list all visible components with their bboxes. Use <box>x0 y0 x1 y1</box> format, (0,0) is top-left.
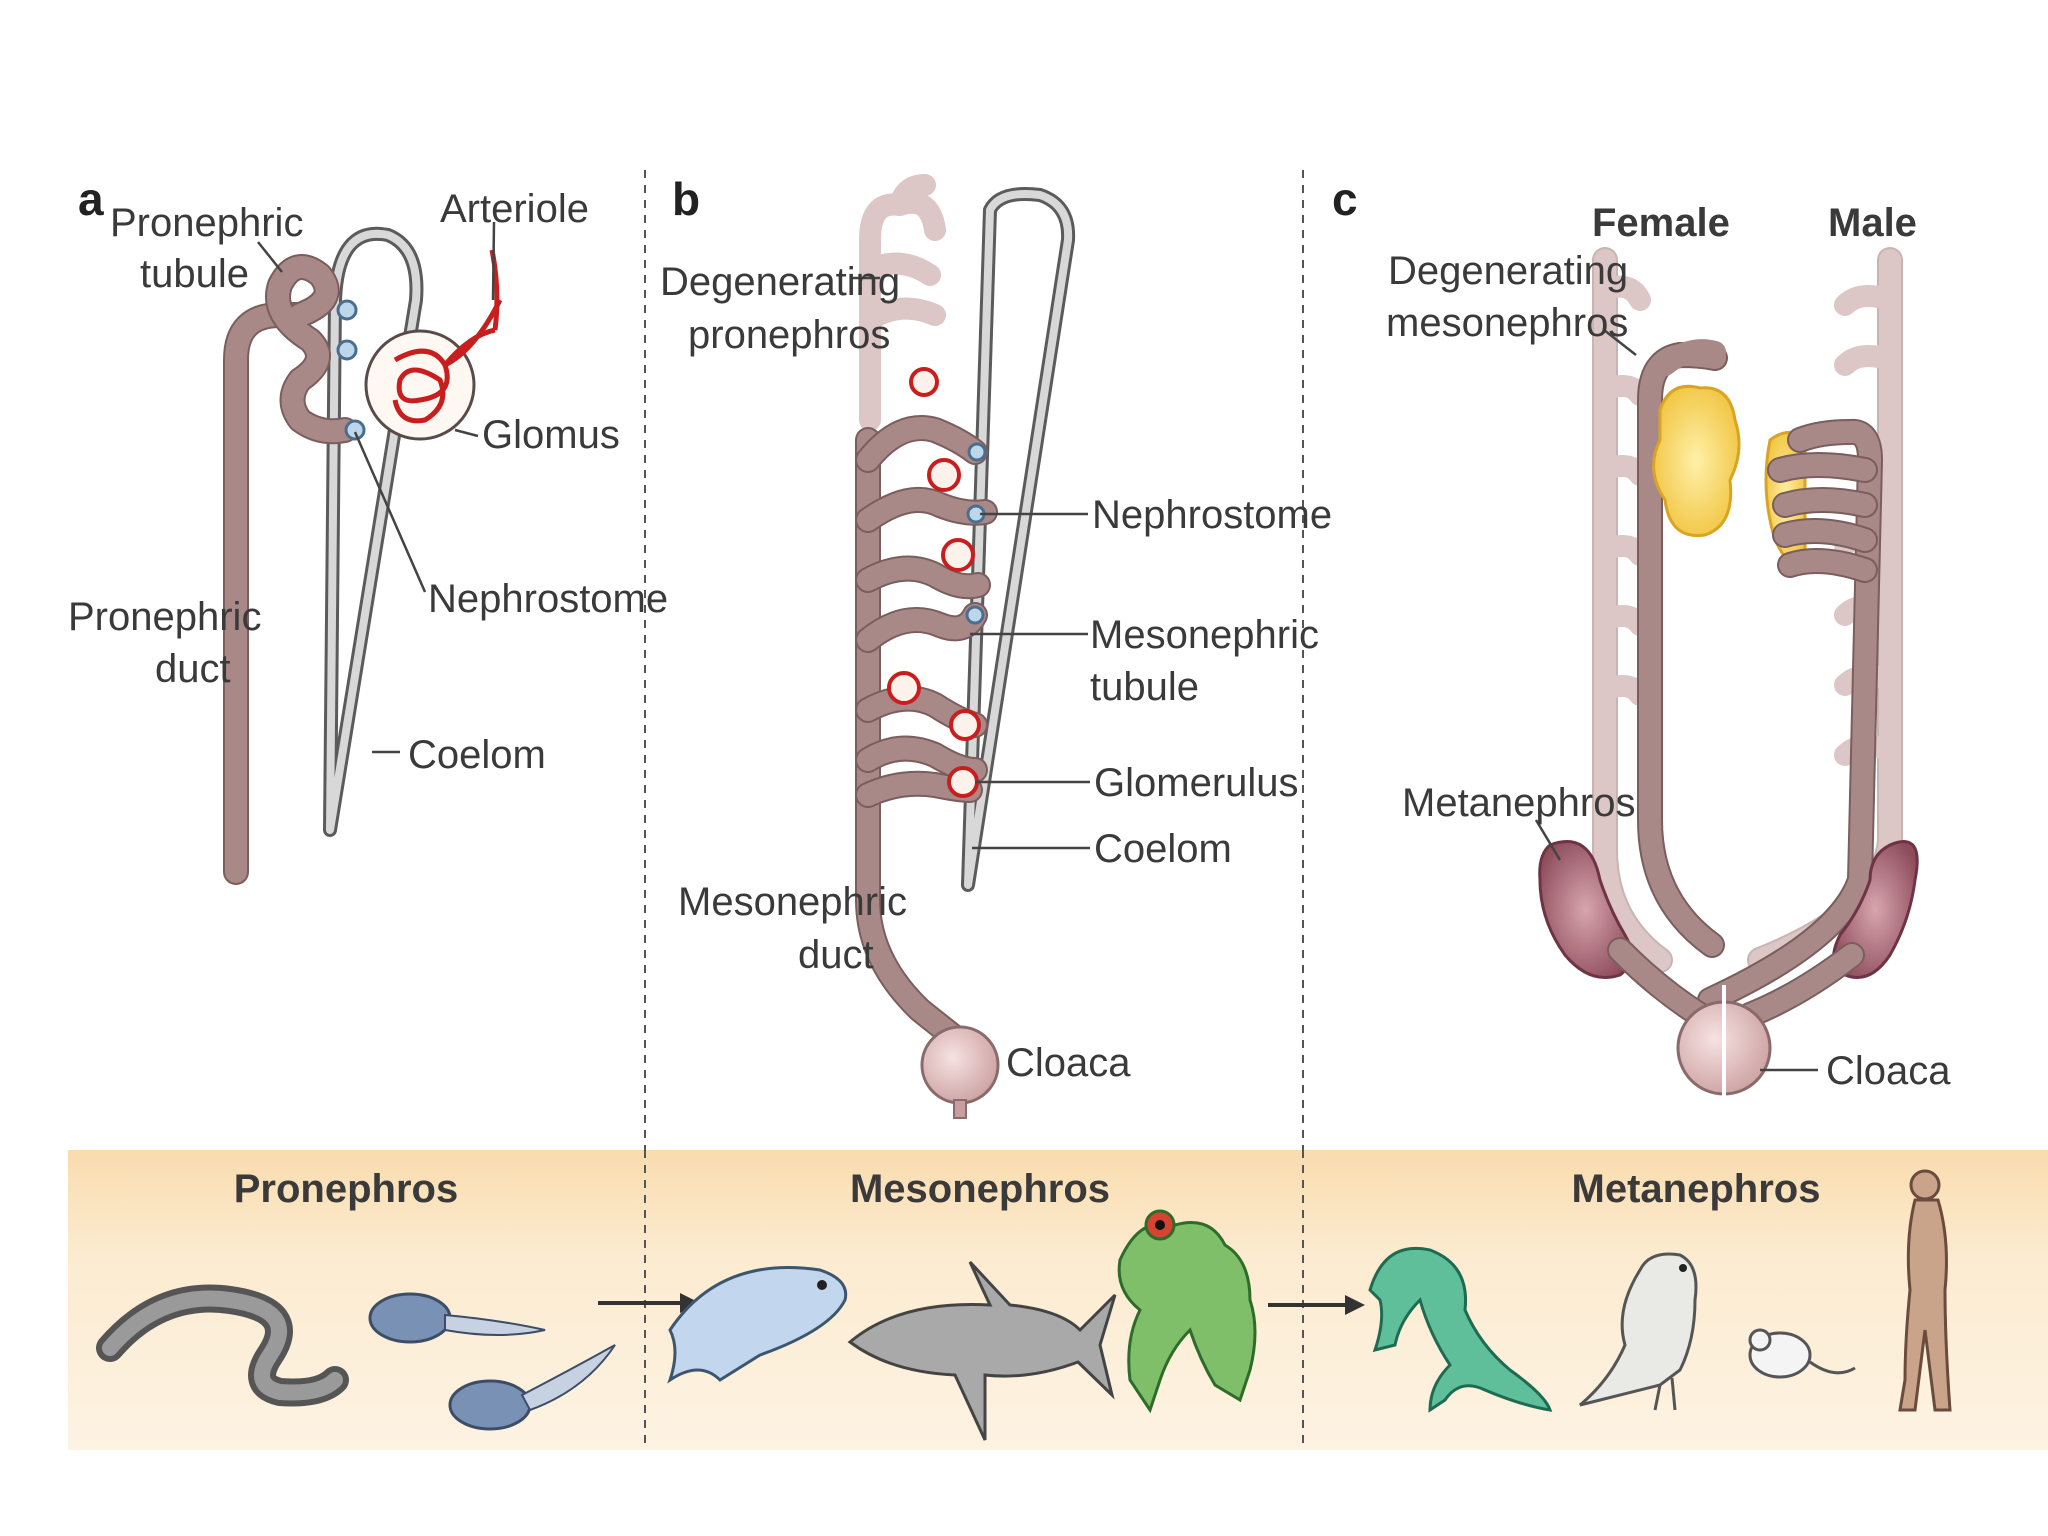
ovary <box>1652 384 1741 538</box>
label-pronephric-duct-1: Pronephric <box>68 595 261 639</box>
leader-glomus <box>454 428 479 438</box>
organism-band: Pronephros Mesonephros Metanephros <box>68 1150 2048 1450</box>
stage-pronephros: Pronephros <box>234 1167 458 1211</box>
label-mesonephric-tubule-2: tubule <box>1090 665 1199 709</box>
label-degenerating-pronephros-1: Degenerating <box>660 260 900 304</box>
stage-metanephros: Metanephros <box>1572 1167 1821 1211</box>
arrow-meso-to-meta <box>1268 1295 1365 1315</box>
lizard-icon <box>1368 1246 1553 1413</box>
panel-a: a Pronephric tubule Arteriole Glomus Nep… <box>68 173 668 885</box>
label-arteriole: Arteriole <box>440 187 589 231</box>
fish-icon <box>667 1266 848 1384</box>
stage-mesonephros: Mesonephros <box>850 1167 1110 1211</box>
leader-metanephros <box>1534 819 1562 861</box>
tadpole-icon <box>368 1292 616 1431</box>
label-degenerating-pronephros-2: pronephros <box>688 313 890 357</box>
label-coelom-b: Coelom <box>1094 827 1232 871</box>
label-degenerating-mesonephros-2: mesonephros <box>1386 301 1628 345</box>
panel-c-letter: c <box>1332 173 1358 225</box>
degenerating-pronephros-shape <box>859 174 946 431</box>
cloaca-b <box>920 1025 1000 1105</box>
coelom-inner-a <box>326 229 421 834</box>
label-glomerulus: Glomerulus <box>1094 761 1299 805</box>
efferent-ducts <box>1767 452 1878 583</box>
bird-icon <box>1579 1252 1698 1411</box>
leader-nephrostome-a <box>353 431 427 593</box>
label-nephrostome-a: Nephrostome <box>428 577 668 621</box>
label-mesonephric-duct-1: Mesonephric <box>678 880 907 924</box>
ureter-right-fill <box>1739 944 1863 1026</box>
arrow-pro-to-meso <box>598 1293 700 1313</box>
ureter-left-fill <box>1609 939 1711 1026</box>
label-glomus: Glomus <box>482 413 620 457</box>
coelom-inner-b <box>964 190 1073 889</box>
leader-arteriole <box>491 221 496 301</box>
label-cloaca-c: Cloaca <box>1826 1049 1951 1093</box>
nephrostome-b-1 <box>967 442 987 462</box>
label-coelom-a: Coelom <box>408 733 546 777</box>
mouse-icon <box>1748 1328 1856 1379</box>
panel-b-letter: b <box>672 173 700 225</box>
label-male: Male <box>1828 201 1917 245</box>
label-pronephric-duct-2: duct <box>155 647 231 691</box>
glomeruli-b <box>887 367 981 798</box>
frog-icon <box>1117 1209 1257 1414</box>
metanephros-left <box>1538 840 1633 979</box>
label-cloaca-b: Cloaca <box>1006 1041 1131 1085</box>
shark-icon <box>847 1260 1117 1441</box>
pronephric-tubule-a-fill <box>267 256 356 443</box>
label-nephrostome-b: Nephrostome <box>1092 493 1332 537</box>
female-fimbria <box>1654 339 1726 376</box>
nephrostome-a-3 <box>344 419 366 441</box>
label-pronephric-tubule-1: Pronephric <box>110 201 303 245</box>
hagfish-body <box>102 1290 343 1401</box>
glomus-sac <box>364 329 476 441</box>
label-metanephros: Metanephros <box>1402 781 1635 825</box>
label-mesonephric-tubule-1: Mesonephric <box>1090 613 1319 657</box>
label-female: Female <box>1592 201 1730 245</box>
label-degenerating-mesonephros-1: Degenerating <box>1388 249 1628 293</box>
panel-b: b <box>660 173 1332 1119</box>
panel-c: c Female Male <box>1332 173 1951 1115</box>
panel-a-letter: a <box>78 173 104 225</box>
leader-pronephric-tubule <box>257 241 283 273</box>
nephrostome-a-1 <box>336 299 358 321</box>
label-mesonephric-duct-2: duct <box>798 933 874 977</box>
nephrostome-b-3 <box>965 605 985 625</box>
label-pronephric-tubule-2: tubule <box>140 252 249 296</box>
leader-degenerating-mesonephros <box>1603 329 1637 356</box>
nephrostome-a-2 <box>336 339 358 361</box>
cloaca-b-outlet <box>953 1099 967 1119</box>
human-icon <box>1898 1169 1952 1412</box>
